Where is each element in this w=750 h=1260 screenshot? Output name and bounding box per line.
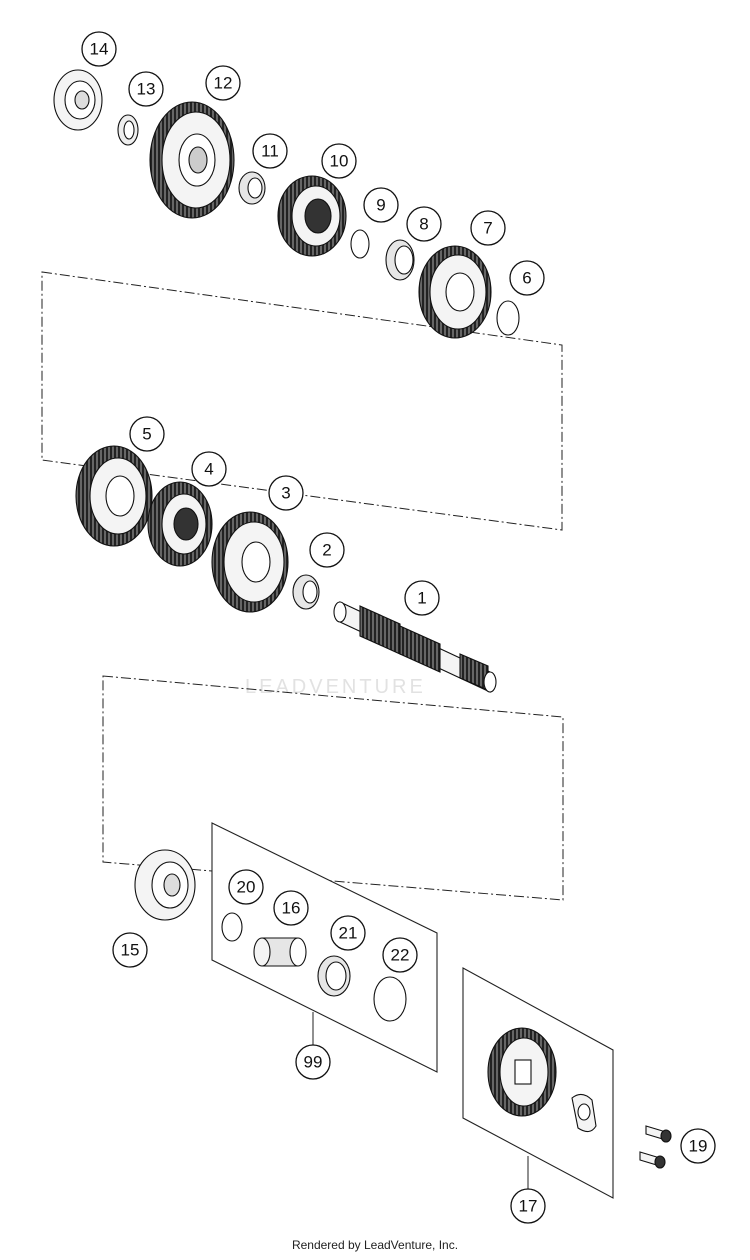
- svg-text:5: 5: [142, 425, 151, 444]
- callout-3: 3: [268, 475, 304, 511]
- part-12-gear: [149, 101, 235, 219]
- svg-text:99: 99: [304, 1053, 323, 1072]
- callout-8: 8: [406, 206, 442, 242]
- assembly-frame-upper: [41, 271, 563, 531]
- callout-22: 22: [382, 937, 418, 973]
- svg-text:14: 14: [90, 40, 109, 59]
- part-17-sprocket: [487, 1027, 557, 1117]
- svg-text:12: 12: [214, 74, 233, 93]
- svg-text:16: 16: [282, 899, 301, 918]
- callout-16: 16: [273, 890, 309, 926]
- kit-frame-99: [211, 822, 438, 1073]
- part-9-circlip: [350, 229, 370, 259]
- svg-text:1: 1: [417, 589, 426, 608]
- svg-text:4: 4: [204, 460, 213, 479]
- part-21-seal-ring: [317, 955, 351, 997]
- callout-6: 6: [509, 260, 545, 296]
- part-16-bushing: [253, 937, 307, 967]
- render-credit: Rendered by LeadVenture, Inc.: [291, 1238, 459, 1252]
- svg-text:2: 2: [322, 541, 331, 560]
- callout-14: 14: [81, 31, 117, 67]
- callout-7: 7: [470, 210, 506, 246]
- callout-12: 12: [205, 65, 241, 101]
- assembly-frame-lower: [102, 675, 564, 901]
- svg-text:15: 15: [121, 941, 140, 960]
- svg-text:22: 22: [391, 946, 410, 965]
- callout-19: 19: [680, 1128, 716, 1164]
- part-19-bolts: [639, 1125, 672, 1169]
- svg-text:19: 19: [689, 1137, 708, 1156]
- callout-4: 4: [191, 451, 227, 487]
- part-22-circlip: [373, 976, 407, 1022]
- callout-99: 99: [295, 1044, 331, 1080]
- part-10-gear: [277, 175, 347, 257]
- part-15-bearing: [134, 849, 196, 921]
- part-8-bushing: [385, 239, 415, 281]
- callout-5: 5: [129, 416, 165, 452]
- part-17-retaining-plate: [571, 1093, 597, 1133]
- svg-text:9: 9: [376, 196, 385, 215]
- svg-text:20: 20: [237, 878, 256, 897]
- part-14-bearing: [53, 69, 103, 131]
- svg-text:8: 8: [419, 215, 428, 234]
- part-6-circlip: [496, 300, 520, 336]
- callout-9: 9: [363, 187, 399, 223]
- svg-text:10: 10: [330, 152, 349, 171]
- callout-21: 21: [330, 915, 366, 951]
- part-2-bushing: [292, 574, 320, 610]
- part-7-gear: [418, 245, 492, 339]
- part-1-shaft: [333, 601, 497, 693]
- part-3-gear: [211, 511, 289, 613]
- svg-text:3: 3: [281, 484, 290, 503]
- callout-20: 20: [228, 869, 264, 905]
- part-11-bushing: [238, 171, 266, 205]
- callout-2: 2: [309, 532, 345, 568]
- part-4-gear: [147, 481, 213, 567]
- callout-10: 10: [321, 143, 357, 179]
- part-13-washer: [117, 114, 139, 146]
- part-5-gear: [75, 445, 153, 547]
- svg-text:17: 17: [519, 1197, 538, 1216]
- svg-text:7: 7: [483, 219, 492, 238]
- callout-13: 13: [128, 71, 164, 107]
- svg-text:13: 13: [137, 80, 156, 99]
- svg-text:11: 11: [261, 142, 279, 161]
- callout-15: 15: [112, 932, 148, 968]
- callout-1: 1: [404, 580, 440, 616]
- part-20-circlip: [221, 912, 243, 942]
- svg-text:6: 6: [522, 269, 531, 288]
- svg-text:21: 21: [339, 924, 358, 943]
- callout-11: 11: [252, 133, 288, 169]
- callout-17: 17: [510, 1188, 546, 1224]
